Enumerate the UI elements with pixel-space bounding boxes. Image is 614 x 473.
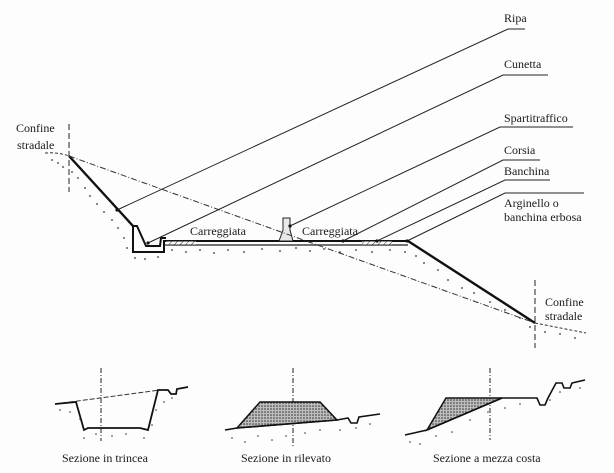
label-arginello-line1: Arginello o bbox=[504, 196, 559, 210]
label-spartitraffico: Spartitraffico bbox=[504, 111, 568, 125]
leader-dots bbox=[115, 208, 409, 245]
caption-trincea: Sezione in trincea bbox=[62, 451, 149, 465]
leader-corsia bbox=[342, 159, 540, 242]
shoulder-left-hatch bbox=[166, 241, 196, 245]
label-confine-right-line1: Confine bbox=[545, 295, 584, 309]
leader-lines bbox=[116, 28, 584, 244]
leader-spartitraffico bbox=[289, 126, 573, 227]
label-corsia: Corsia bbox=[504, 143, 536, 157]
main-section bbox=[44, 124, 587, 348]
leader-cunetta bbox=[147, 74, 548, 244]
leader-arginello bbox=[406, 192, 584, 242]
label-arginello-line2: banchina erbosa bbox=[504, 210, 582, 224]
ditch-cunetta bbox=[133, 225, 166, 247]
fill-slope-right bbox=[407, 239, 536, 325]
left-natural-ground bbox=[44, 152, 70, 157]
label-confine-right-line2: stradale bbox=[545, 309, 582, 323]
section-mezza-costa bbox=[404, 368, 586, 445]
median-barrier-spartitraffico bbox=[278, 217, 294, 242]
leader-ripa bbox=[116, 28, 525, 211]
label-carreggiata-right: Carreggiata bbox=[302, 224, 359, 238]
right-natural-ground bbox=[534, 322, 587, 334]
section-rilevato bbox=[224, 368, 381, 446]
section-trincea bbox=[54, 368, 189, 441]
label-confine-left-line2: stradale bbox=[17, 138, 54, 152]
label-carreggiata-left: Carreggiata bbox=[190, 224, 247, 238]
soil-texture bbox=[51, 159, 576, 339]
caption-mezza-costa: Sezione a mezza costa bbox=[433, 451, 541, 465]
ditch-outer-edge bbox=[132, 226, 165, 253]
original-terrain-line bbox=[68, 155, 536, 324]
cut-slope-ripa bbox=[68, 155, 134, 227]
shoulder-right-hatch bbox=[362, 241, 392, 245]
label-confine-left-line1: Confine bbox=[16, 121, 55, 135]
label-banchina: Banchina bbox=[504, 164, 550, 178]
caption-rilevato: Sezione in rilevato bbox=[241, 451, 331, 465]
label-cunetta: Cunetta bbox=[504, 57, 542, 71]
leader-banchina bbox=[376, 179, 550, 242]
label-ripa: Ripa bbox=[504, 11, 527, 25]
